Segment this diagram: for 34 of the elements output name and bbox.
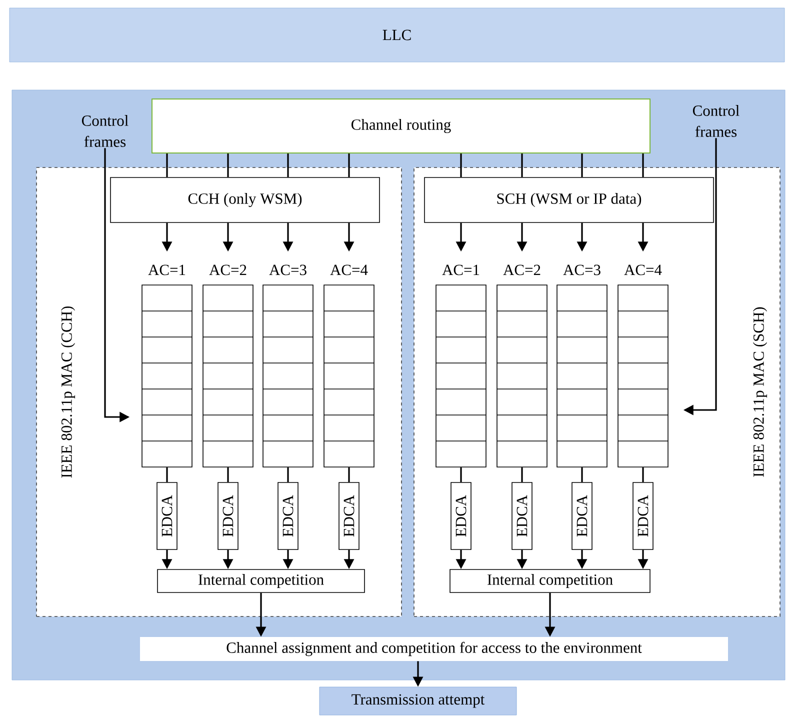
node-label: AC=2 [209, 264, 246, 276]
process-box: EDCA [632, 482, 654, 550]
text-label: Control frames [82, 115, 128, 147]
queue: AC=2 [202, 264, 254, 468]
node-label: AC=1 [148, 264, 186, 276]
process-box: EDCA [512, 482, 532, 550]
process-box: EDCA [338, 482, 360, 550]
node-label: AC=3 [269, 264, 306, 276]
queue: AC=1 [436, 264, 486, 468]
node-label: AC=1 [442, 264, 480, 276]
process-box: EDCA [218, 482, 238, 550]
process-box: EDCA [278, 482, 298, 550]
node-label: AC=2 [503, 264, 540, 276]
process-box: Channel assignment and competition for access to the environment [140, 637, 728, 661]
process-box: EDCA [450, 482, 472, 550]
process-box: Transmission attempt [319, 686, 517, 716]
process-box: CCH (only WSM) [110, 177, 380, 223]
node-label: AC=4 [624, 264, 662, 276]
queue: AC=4 [324, 264, 374, 468]
text-label: Control frames [692, 105, 740, 137]
process-box: Internal competition [450, 569, 650, 593]
queue: AC=3 [262, 264, 314, 468]
queue: AC=3 [556, 264, 608, 468]
process-box: EDCA [572, 482, 592, 550]
process-box: Internal competition [157, 569, 365, 593]
node-label: AC=4 [330, 264, 368, 276]
process-box: EDCA [156, 482, 178, 550]
routing-box: Channel routing [152, 98, 650, 154]
queue: AC=2 [496, 264, 548, 468]
node-label: AC=3 [563, 264, 600, 276]
queue: AC=1 [142, 264, 192, 468]
process-box: SCH (WSM or IP data) [424, 177, 714, 223]
layer-band: LLC [9, 8, 785, 62]
queue: AC=4 [618, 264, 668, 468]
